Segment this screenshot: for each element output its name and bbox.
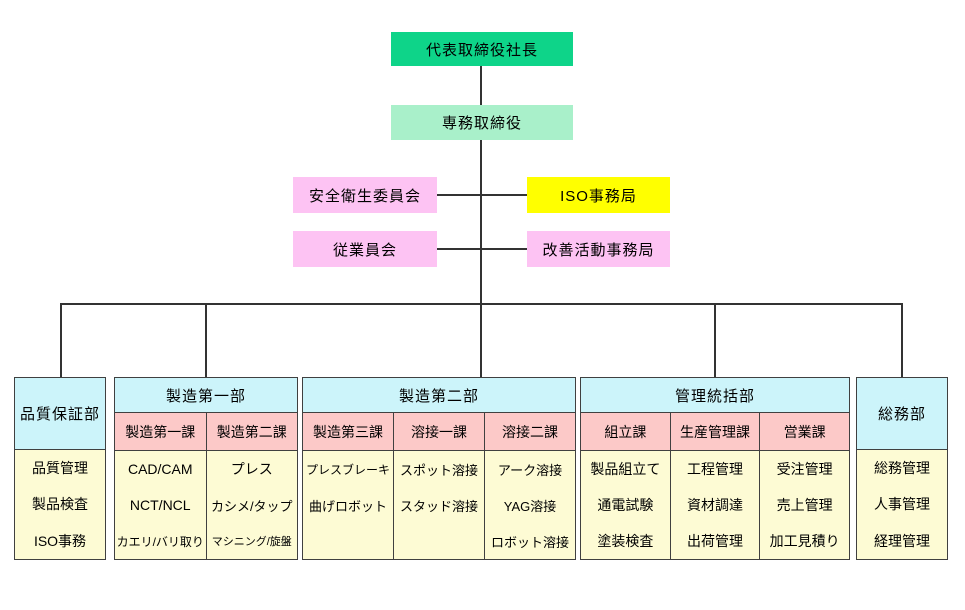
dept-item: マシニング/旋盤 — [211, 536, 292, 548]
dept-item: プレスブレーキ — [305, 462, 390, 477]
box-kaizen-office: 改善活動事務局 — [527, 231, 670, 267]
dept-item: 人事管理 — [874, 496, 930, 513]
box-managing-director: 専務取締役 — [391, 105, 573, 140]
dept-item-empty — [394, 523, 484, 559]
dept-title: 品質保証部 — [15, 378, 105, 450]
connector-horizontal-main — [60, 303, 903, 305]
dept-item: CAD/CAM — [127, 461, 193, 477]
dept-manufacturing-1: 製造第一部 製造第一課 CAD/CAM NCT/NCL カエリ/バリ取り 製造第… — [114, 377, 298, 560]
dept-item: 品質管理 — [32, 460, 88, 477]
dept-general-affairs: 総務部 総務管理 人事管理 経理管理 — [856, 377, 948, 560]
dept-item: 出荷管理 — [687, 533, 743, 549]
dept-item: YAG溶接 — [503, 498, 557, 514]
box-president: 代表取締役社長 — [391, 32, 573, 66]
section-title: 溶接二課 — [485, 413, 575, 451]
section-title: 営業課 — [760, 413, 850, 451]
dept-item: 製品組立て — [590, 461, 661, 477]
dept-item: 受注管理 — [776, 461, 833, 477]
dept-item: 加工見積り — [769, 533, 840, 549]
dept-manufacturing-2: 製造第二部 製造第三課 プレスブレーキ 曲げロボット 溶接一課 スポット溶接 ス… — [302, 377, 576, 560]
section-title: 製造第二課 — [206, 413, 297, 451]
dept-item: 総務管理 — [874, 460, 930, 477]
dept-item: NCT/NCL — [129, 497, 191, 513]
connector-drop-management — [714, 303, 716, 377]
dept-title: 製造第二部 — [303, 378, 575, 413]
connector-drop-manufacturing-1 — [205, 303, 207, 377]
dept-item: 売上管理 — [776, 497, 833, 513]
section-production-control: 生産管理課 工程管理 資材調達 出荷管理 — [669, 413, 760, 559]
section-welding-2: 溶接二課 アーク溶接 YAG溶接 ロボット溶接 — [484, 413, 575, 559]
dept-item: ロボット溶接 — [490, 534, 569, 550]
section-manufacturing-sec2: 製造第二課 プレス カシメ/タップ マシニング/旋盤 — [205, 413, 297, 559]
section-assembly: 組立課 製品組立て 通電試験 塗装検査 — [581, 413, 670, 559]
box-safety-committee: 安全衛生委員会 — [293, 177, 437, 213]
section-title: 組立課 — [581, 413, 670, 451]
dept-item-empty — [303, 523, 393, 559]
dept-item: 通電試験 — [597, 497, 654, 513]
dept-title: 管理統括部 — [581, 378, 849, 413]
section-manufacturing-sec1: 製造第一課 CAD/CAM NCT/NCL カエリ/バリ取り — [115, 413, 206, 559]
dept-item: ISO事務 — [33, 532, 87, 549]
dept-item: カエリ/バリ取り — [116, 534, 204, 549]
dept-item: アーク溶接 — [497, 462, 563, 478]
section-title: 製造第三課 — [303, 413, 393, 451]
dept-item: カシメ/タップ — [210, 498, 293, 514]
connector-trunk-main — [480, 140, 482, 377]
section-manufacturing-sec3: 製造第三課 プレスブレーキ 曲げロボット — [303, 413, 393, 559]
dept-title: 総務部 — [857, 378, 947, 450]
dept-item: プレス — [230, 461, 273, 477]
dept-item: スポット溶接 — [399, 462, 478, 478]
dept-title: 製造第一部 — [115, 378, 297, 413]
dept-item: 資材調達 — [687, 497, 743, 513]
section-title: 生産管理課 — [670, 413, 760, 451]
section-sales: 営業課 受注管理 売上管理 加工見積り — [759, 413, 850, 559]
connector-staff-row2 — [437, 248, 527, 250]
dept-item: スタッド溶接 — [399, 498, 478, 514]
dept-item: 塗装検査 — [597, 533, 654, 549]
dept-item: 製品検査 — [32, 496, 88, 513]
section-welding-1: 溶接一課 スポット溶接 スタッド溶接 — [393, 413, 484, 559]
dept-item: 工程管理 — [687, 461, 743, 477]
section-title: 溶接一課 — [394, 413, 484, 451]
box-employee-association: 従業員会 — [293, 231, 437, 267]
dept-quality-assurance: 品質保証部 品質管理 製品検査 ISO事務 — [14, 377, 106, 560]
connector-drop-quality-assurance — [60, 303, 62, 377]
dept-item: 曲げロボット — [308, 498, 387, 514]
section-title: 製造第一課 — [115, 413, 206, 451]
connector-drop-general-affairs — [901, 303, 903, 377]
connector-staff-row1 — [437, 194, 527, 196]
box-iso-office: ISO事務局 — [527, 177, 670, 213]
connector-trunk-top — [480, 66, 482, 105]
dept-management: 管理統括部 組立課 製品組立て 通電試験 塗装検査 生産管理課 工程管理 資材調… — [580, 377, 850, 560]
dept-item: 経理管理 — [874, 532, 930, 549]
